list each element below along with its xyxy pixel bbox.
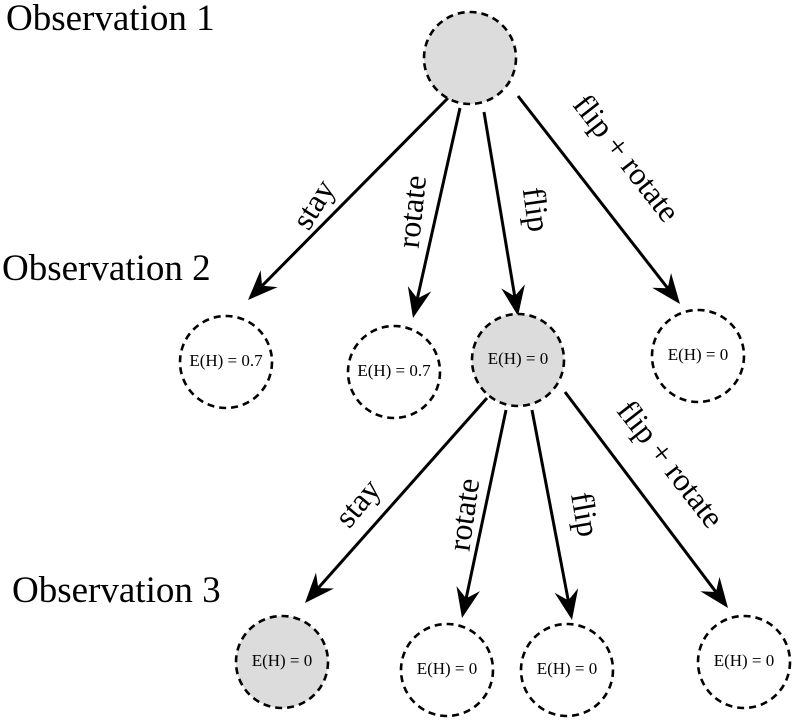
edge-l2-flip-to-l3-rotate xyxy=(464,409,508,599)
node-root xyxy=(422,10,518,106)
node-label-l3-flip: E(H) = 0 xyxy=(537,659,598,678)
level-label-2: Observation 2 xyxy=(2,248,211,289)
arrowhead-root-to-l2-flip xyxy=(501,284,525,316)
node-l2-rotate xyxy=(346,324,442,420)
node-label-l2-rotate: E(H) = 0.7 xyxy=(357,361,431,380)
node-l2-stay xyxy=(178,314,274,410)
edge-label-l3-flip: flip xyxy=(564,489,607,539)
edge-label-l2-stay: stay xyxy=(284,173,342,236)
node-l3-flip xyxy=(519,622,615,718)
edge-root-to-l2-stay xyxy=(261,94,452,287)
arrowhead-l2-flip-to-l3-flip xyxy=(554,588,579,620)
edge-label-l2-flip: flip xyxy=(516,185,558,234)
edge-root-to-l2-flip-rotate xyxy=(516,95,669,290)
arrowhead-l2-flip-to-l3-rotate xyxy=(456,586,480,618)
node-l3-rotate xyxy=(399,622,495,718)
node-label-l3-stay: E(H) = 0 xyxy=(252,651,313,670)
level-label-1: Observation 1 xyxy=(6,0,215,39)
node-l3-stay xyxy=(234,614,330,710)
node-label-l3-rotate: E(H) = 0 xyxy=(417,659,478,678)
node-l3-flip-rotate xyxy=(696,614,792,710)
edge-l2-flip-to-l3-flip xyxy=(530,409,570,601)
edge-label-l3-stay: stay xyxy=(327,471,388,534)
node-label-l2-flip: E(H) = 0 xyxy=(488,349,549,368)
edge-label-l2-flip-rotate: flip + rotate xyxy=(566,87,688,228)
edge-root-to-l2-flip xyxy=(482,111,517,297)
level-label-3: Observation 3 xyxy=(12,570,221,611)
node-label-l2-flip-rotate: E(H) = 0 xyxy=(668,345,729,364)
arrowhead-l2-flip-to-l3-stay xyxy=(305,572,334,603)
node-label-l3-flip-rotate: E(H) = 0 xyxy=(714,651,775,670)
node-label-l2-stay: E(H) = 0.7 xyxy=(189,351,263,370)
arrowhead-root-to-l2-flip-rotate xyxy=(652,272,680,304)
node-l2-flip-rotate xyxy=(650,308,746,404)
edge-label-l2-rotate: rotate xyxy=(390,174,433,250)
edge-l2-flip-to-l3-stay xyxy=(317,397,489,590)
arrowhead-l2-flip-to-l3-flip-rotate xyxy=(700,576,728,608)
edge-l2-flip-to-l3-flip-rotate xyxy=(563,391,718,593)
arrowhead-root-to-l2-rotate xyxy=(407,286,432,318)
arrowhead-root-to-l2-stay xyxy=(248,270,278,300)
edge-root-to-l2-rotate xyxy=(415,107,462,299)
edge-label-l3-flip-rotate: flip + rotate xyxy=(610,393,732,534)
node-l2-flip xyxy=(470,312,566,408)
